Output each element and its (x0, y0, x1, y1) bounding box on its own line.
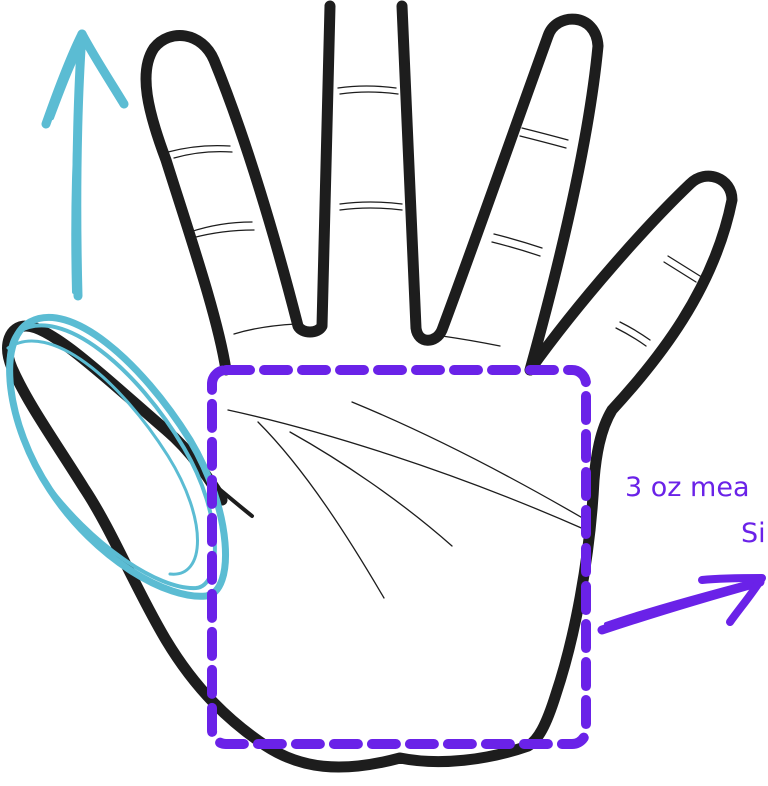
hand-illustration (8, 6, 732, 767)
palm-lines (218, 402, 586, 598)
annotation-line-2: Si (741, 520, 766, 547)
annotation-line-1: 3 oz mea (625, 474, 750, 501)
palm-measure-box (212, 370, 586, 744)
hand-outline (8, 6, 732, 767)
up-arrow-icon (46, 34, 124, 296)
finger-creases (168, 86, 700, 346)
right-arrow-icon (602, 578, 762, 630)
